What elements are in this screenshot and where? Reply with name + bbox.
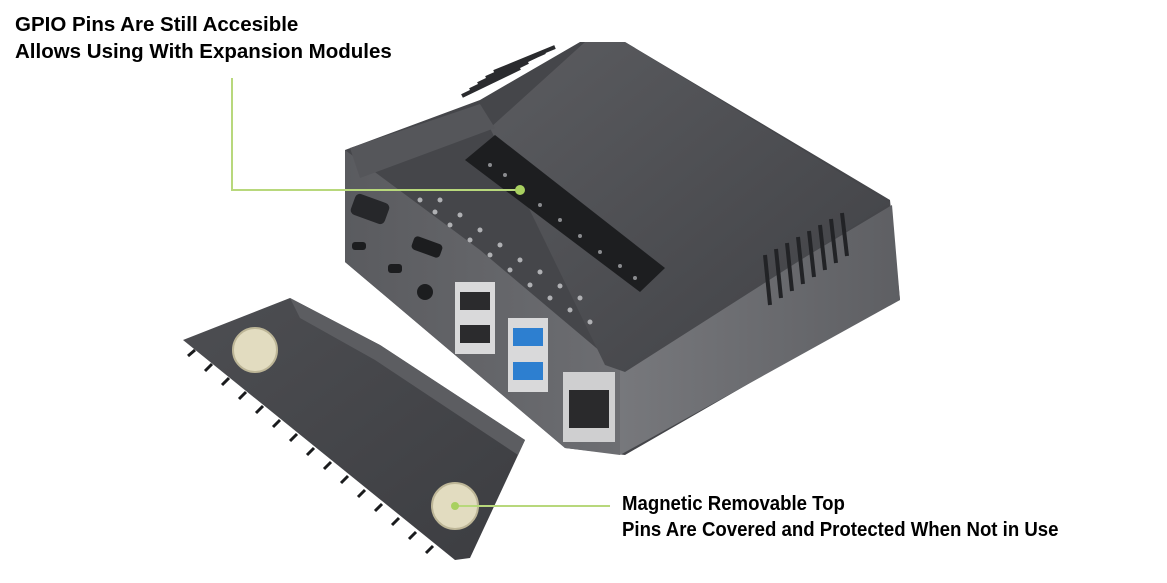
magnetic-callout: Magnetic Removable Top Pins Are Covered … [622,491,1059,543]
hdmi-port-1 [388,264,402,273]
case-body [345,42,900,455]
gpio-callout-subtitle: Allows Using With Expansion Modules [15,40,392,63]
magnetic-callout-subtitle: Pins Are Covered and Protected When Not … [622,519,1059,541]
callout-line-gpio [231,78,525,195]
ethernet-port [563,372,615,442]
magnet-1 [232,327,278,373]
usb3-ports [508,318,548,392]
side-vents [763,212,849,306]
removable-lid [183,298,525,560]
gpio-pins [488,163,637,280]
gpio-recess [465,135,665,292]
hdmi-port-2 [411,236,443,258]
audio-jack [417,284,433,300]
gpio-callout-title: GPIO Pins Are Still Accesible [15,13,299,36]
usb-c-port [352,242,366,250]
pin-label-grid [417,197,593,325]
usb2-ports [455,282,495,354]
magnetic-callout-title: Magnetic Removable Top [622,493,845,515]
lid-fins [187,348,435,555]
top-vents [461,45,556,98]
callout-line-magnetic [451,502,610,510]
micro-sd-slot [350,193,390,225]
gpio-callout: GPIO Pins Are Still Accesible Allows Usi… [15,11,392,65]
